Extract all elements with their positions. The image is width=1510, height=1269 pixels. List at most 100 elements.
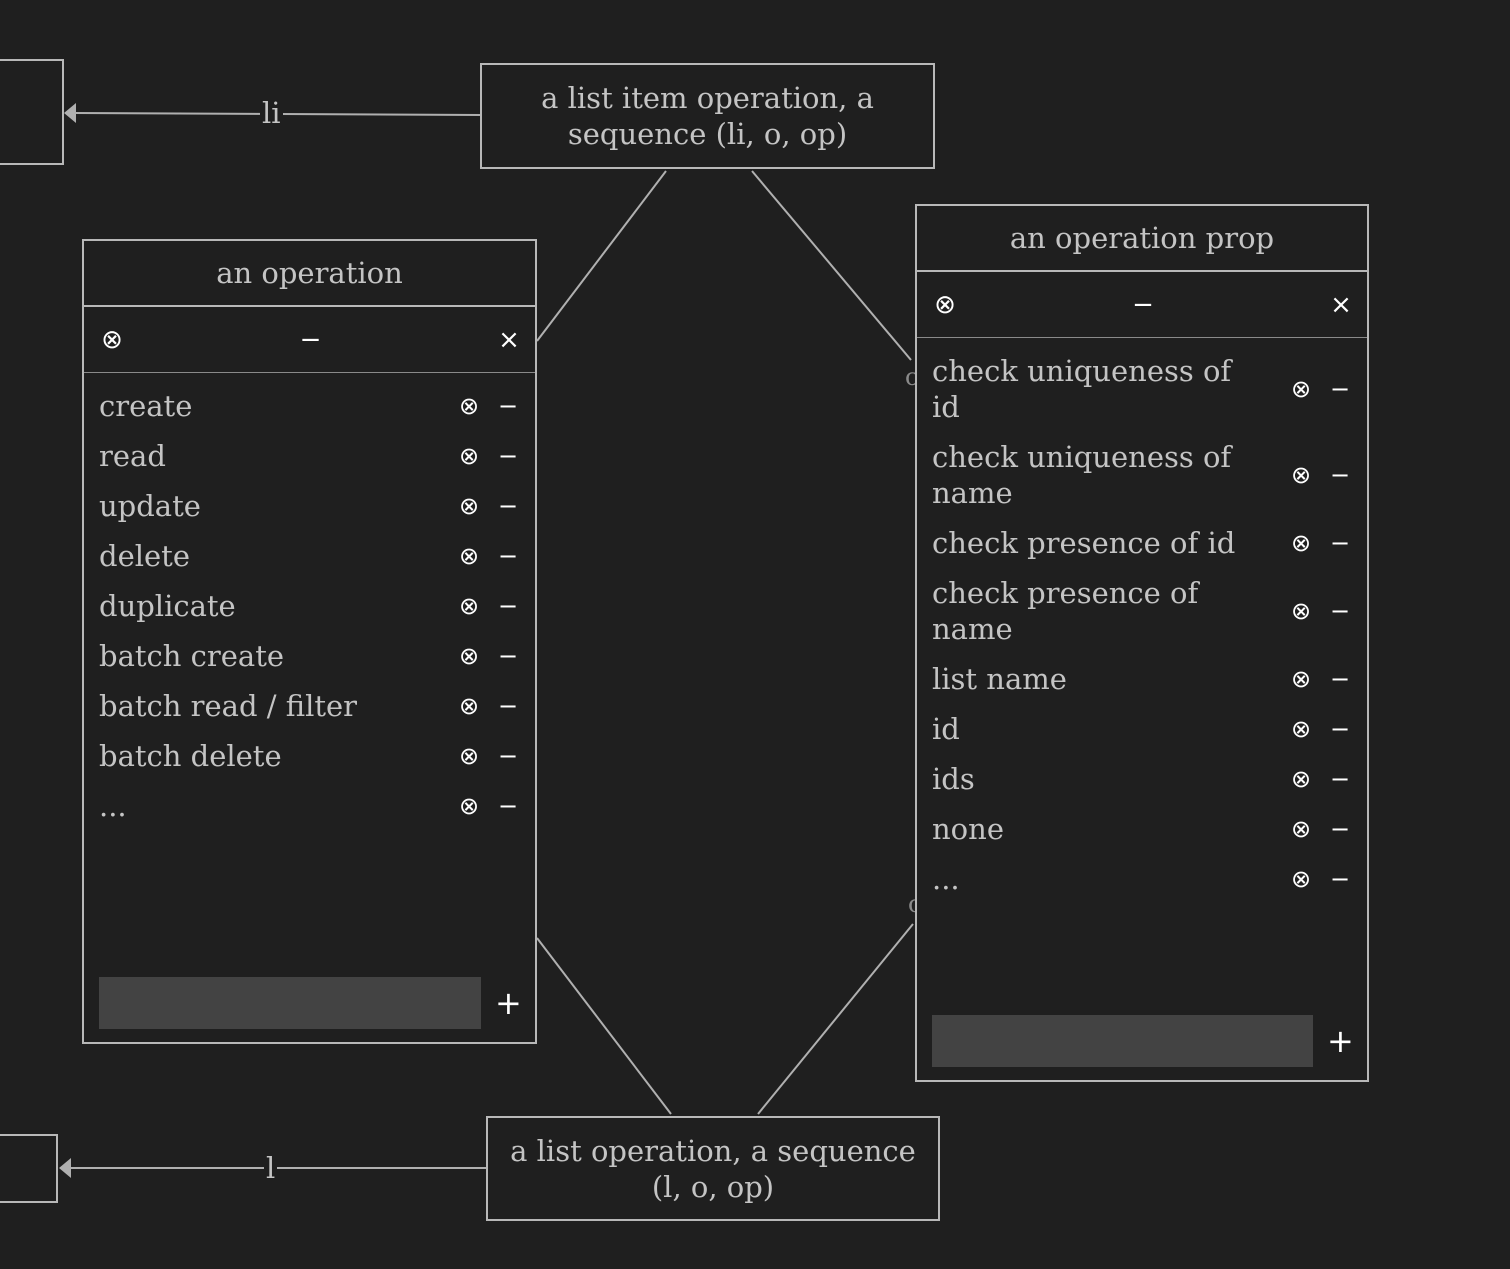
- panel-title: an operation prop: [917, 206, 1367, 272]
- add-row: +: [99, 977, 522, 1029]
- collapse-item-icon[interactable]: −: [1329, 765, 1351, 793]
- edge-bottom-right: [757, 923, 914, 1115]
- remove-item-icon[interactable]: ⊗: [1290, 529, 1312, 557]
- close-icon[interactable]: ×: [1330, 289, 1352, 320]
- operation-panel: an operation ⊗ − × create⊗−read⊗−update⊗…: [82, 239, 537, 1044]
- remove-item-icon[interactable]: ⊗: [458, 392, 480, 420]
- list-item-operation-label: a list item operation, a sequence (li, o…: [541, 81, 874, 151]
- list-item[interactable]: id ⊗−: [917, 704, 1367, 754]
- collapse-item-icon[interactable]: −: [497, 792, 519, 820]
- list-item[interactable]: batch delete ⊗−: [84, 731, 535, 781]
- list-item[interactable]: update ⊗−: [84, 481, 535, 531]
- item-label: read: [99, 439, 166, 473]
- clear-all-icon[interactable]: ⊗: [934, 289, 956, 320]
- close-icon[interactable]: ×: [498, 324, 520, 355]
- remove-item-icon[interactable]: ⊗: [1290, 715, 1312, 743]
- list-item[interactable]: check presence of id ⊗−: [917, 518, 1367, 568]
- collapse-item-icon[interactable]: −: [497, 542, 519, 570]
- clear-all-icon[interactable]: ⊗: [101, 324, 123, 355]
- list-item[interactable]: list name⊗−: [917, 654, 1367, 704]
- item-label: id: [932, 712, 960, 746]
- list-item[interactable]: check uniqueness of id ⊗−: [917, 346, 1367, 432]
- offscreen-node-bottom[interactable]: [0, 1134, 58, 1203]
- item-label: check presence of id: [932, 526, 1236, 560]
- add-item-input[interactable]: [932, 1015, 1313, 1067]
- list-item[interactable]: none ⊗−: [917, 804, 1367, 854]
- panel-controls: ⊗ − ×: [917, 272, 1367, 338]
- item-label: ids: [932, 762, 975, 796]
- remove-item-icon[interactable]: ⊗: [458, 442, 480, 470]
- item-label: create: [99, 389, 193, 423]
- remove-item-icon[interactable]: ⊗: [458, 742, 480, 770]
- collapse-item-icon[interactable]: −: [497, 442, 519, 470]
- list-operation-node[interactable]: a list operation, a sequence (l, o, op): [486, 1116, 940, 1221]
- list-operation-label: a list operation, a sequence (l, o, op): [510, 1133, 916, 1204]
- list-item[interactable]: ... ⊗−: [917, 854, 1367, 904]
- list-item[interactable]: ids ⊗−: [917, 754, 1367, 804]
- item-label: batch read / filter: [99, 689, 358, 723]
- panel-controls: ⊗ − ×: [84, 307, 535, 373]
- collapse-item-icon[interactable]: −: [1329, 597, 1351, 625]
- item-label: delete: [99, 539, 190, 573]
- remove-item-icon[interactable]: ⊗: [458, 592, 480, 620]
- list-item[interactable]: batch read / filter ⊗−: [84, 681, 535, 731]
- item-label: check presence of name: [932, 576, 1199, 646]
- list-item[interactable]: batch create ⊗−: [84, 631, 535, 681]
- remove-item-icon[interactable]: ⊗: [1290, 597, 1312, 625]
- remove-item-icon[interactable]: ⊗: [458, 692, 480, 720]
- collapse-item-icon[interactable]: −: [497, 642, 519, 670]
- collapse-item-icon[interactable]: −: [497, 392, 519, 420]
- item-label: check uniqueness of name: [932, 440, 1232, 510]
- add-row: +: [932, 1015, 1354, 1067]
- list-item[interactable]: check uniqueness of name ⊗−: [917, 432, 1367, 518]
- collapse-item-icon[interactable]: −: [497, 492, 519, 520]
- item-label: batch delete: [99, 739, 282, 773]
- collapse-item-icon[interactable]: −: [497, 592, 519, 620]
- collapse-item-icon[interactable]: −: [1329, 529, 1351, 557]
- collapse-item-icon[interactable]: −: [497, 692, 519, 720]
- list-item[interactable]: check presence of name ⊗−: [917, 568, 1367, 654]
- remove-item-icon[interactable]: ⊗: [1290, 375, 1312, 403]
- remove-item-icon[interactable]: ⊗: [1290, 865, 1312, 893]
- item-label: ...: [932, 862, 960, 896]
- remove-item-icon[interactable]: ⊗: [458, 792, 480, 820]
- collapse-item-icon[interactable]: −: [497, 742, 519, 770]
- collapse-icon[interactable]: −: [299, 324, 322, 355]
- item-label: none: [932, 812, 1004, 846]
- edge-top-right: [751, 170, 912, 361]
- remove-item-icon[interactable]: ⊗: [458, 642, 480, 670]
- list-item[interactable]: create ⊗−: [84, 381, 535, 431]
- add-item-button[interactable]: +: [1327, 1022, 1354, 1060]
- panel-title: an operation: [84, 241, 535, 307]
- add-item-button[interactable]: +: [495, 984, 522, 1022]
- collapse-item-icon[interactable]: −: [1329, 865, 1351, 893]
- offscreen-node-top[interactable]: [0, 59, 64, 165]
- list-item[interactable]: read ⊗−: [84, 431, 535, 481]
- list-item[interactable]: ... ⊗−: [84, 781, 535, 831]
- remove-item-icon[interactable]: ⊗: [458, 542, 480, 570]
- collapse-item-icon[interactable]: −: [1329, 461, 1351, 489]
- item-list: check uniqueness of id⊗−check uniqueness…: [917, 338, 1367, 904]
- collapse-item-icon[interactable]: −: [1329, 815, 1351, 843]
- remove-item-icon[interactable]: ⊗: [1290, 765, 1312, 793]
- collapse-icon[interactable]: −: [1132, 289, 1154, 320]
- collapse-item-icon[interactable]: −: [1329, 375, 1351, 403]
- remove-item-icon[interactable]: ⊗: [458, 492, 480, 520]
- arrowhead-l: [59, 1158, 71, 1178]
- item-list: create⊗−read⊗−update⊗−delete⊗−duplicate⊗…: [84, 373, 535, 831]
- item-label: duplicate: [99, 589, 236, 623]
- item-label: check uniqueness of id: [932, 354, 1232, 424]
- item-label: update: [99, 489, 201, 523]
- remove-item-icon[interactable]: ⊗: [1290, 461, 1312, 489]
- list-item-operation-node[interactable]: a list item operation, a sequence (li, o…: [480, 63, 935, 169]
- remove-item-icon[interactable]: ⊗: [1290, 815, 1312, 843]
- list-item[interactable]: delete ⊗−: [84, 531, 535, 581]
- collapse-item-icon[interactable]: −: [1329, 665, 1351, 693]
- item-label: batch create: [99, 639, 285, 673]
- list-item[interactable]: duplicate ⊗−: [84, 581, 535, 631]
- remove-item-icon[interactable]: ⊗: [1290, 665, 1312, 693]
- edge-bottom-left: [536, 937, 672, 1115]
- item-label: ...: [99, 789, 127, 823]
- add-item-input[interactable]: [99, 977, 481, 1029]
- collapse-item-icon[interactable]: −: [1329, 715, 1351, 743]
